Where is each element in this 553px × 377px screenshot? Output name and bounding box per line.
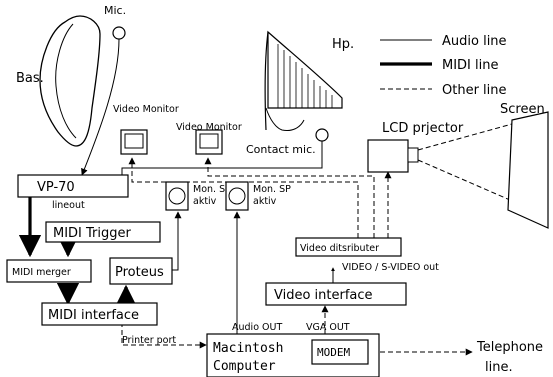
lcd-projector-label: LCD prjector xyxy=(382,121,464,136)
mon-sp-2-icon xyxy=(225,181,249,211)
projection-screen-icon xyxy=(507,111,549,229)
mic-label: Mic. xyxy=(104,4,126,17)
midi-interface-label: MIDI interface xyxy=(48,308,139,323)
video-out-label: VIDEO / S-VIDEO out xyxy=(342,262,439,273)
lineout-label: lineout xyxy=(52,200,85,211)
bass-label: Bas. xyxy=(16,71,44,86)
contact-mic-label: Contact mic. xyxy=(246,143,316,156)
vp70-label: VP-70 xyxy=(37,180,75,195)
midi-trigger-box xyxy=(45,221,161,243)
mon-sp-2-label-top: Mon. SP xyxy=(253,184,291,195)
video-interface-box xyxy=(265,282,407,306)
vp70-box xyxy=(17,174,129,198)
legend-midi-label: MIDI line xyxy=(442,58,499,73)
telephone-label-line2: line. xyxy=(485,360,513,375)
harp-label: Hp. xyxy=(332,37,354,52)
modem-label: MODEM xyxy=(317,346,350,359)
mon-sp-1-icon xyxy=(165,181,189,211)
mon-sp-2-label-bottom: aktiv xyxy=(253,196,277,207)
proteus-label: Proteus xyxy=(115,265,164,280)
midi-trigger-label: MIDI Trigger xyxy=(53,226,132,241)
legend: Audio line MIDI line Other line xyxy=(380,34,507,98)
telephone-label-line1: Telephone xyxy=(476,340,543,355)
harp-icon xyxy=(264,30,343,131)
computer-label-line1: Macintosh xyxy=(213,341,283,356)
modem-box xyxy=(311,339,369,365)
bass-icon xyxy=(39,15,101,147)
midi-merger-box xyxy=(6,259,92,283)
proteus-box xyxy=(109,257,173,285)
midi-merger-label: MIDI merger xyxy=(12,267,71,278)
audio-out-label: Audio OUT xyxy=(232,322,282,333)
contact-mic-icon xyxy=(315,128,329,142)
video-interface-label: Video interface xyxy=(274,288,373,303)
video-distributer-box xyxy=(295,237,402,257)
printer-port-label: Printer port xyxy=(122,335,176,346)
video-monitor-2-icon xyxy=(195,129,223,155)
video-distributer-label: Video ditsributer xyxy=(300,243,379,254)
screen-label: Screen xyxy=(500,102,545,117)
mic-icon xyxy=(112,26,126,40)
mon-sp-1-label-bottom: aktiv xyxy=(193,196,217,207)
mon-sp-1-label-top: Mon. SP xyxy=(193,184,231,195)
computer-label-line2: Computer xyxy=(213,359,276,374)
video-monitor-2-label: Video Monitor xyxy=(176,122,242,133)
video-monitor-1-icon xyxy=(120,129,148,155)
midi-interface-box xyxy=(41,302,158,326)
vga-out-label: VGA OUT xyxy=(306,322,350,333)
legend-other-label: Other line xyxy=(442,83,507,98)
video-monitor-1-label: Video Monitor xyxy=(113,104,179,115)
legend-audio-label: Audio line xyxy=(442,34,507,49)
lcd-projector-icon xyxy=(367,139,419,173)
